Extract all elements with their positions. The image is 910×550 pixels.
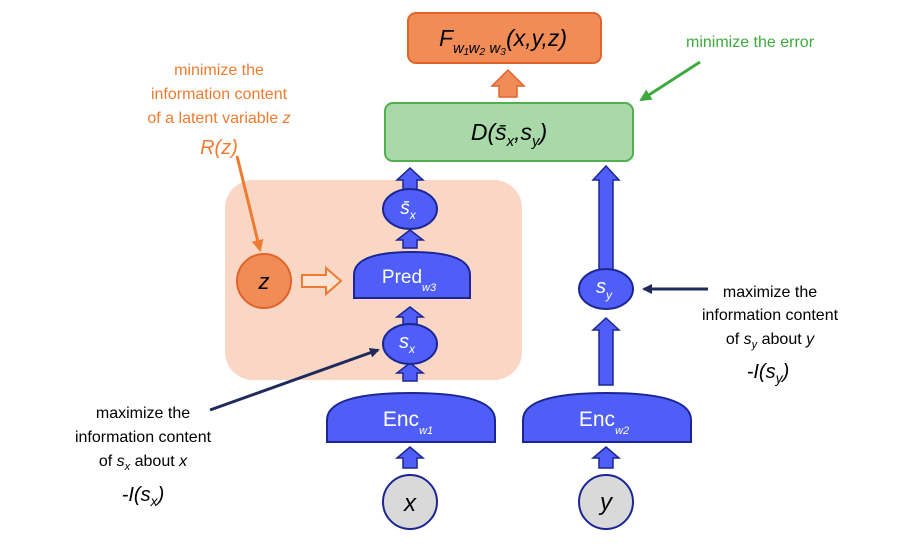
output-f-box — [407, 12, 602, 64]
latent-regularizer: R(z) — [200, 137, 238, 159]
svg-text:information content: information content — [702, 307, 839, 324]
svg-text:maximize the: maximize the — [96, 405, 190, 422]
arrow-sxbar-d — [395, 166, 425, 191]
arrow-y-enc2 — [590, 446, 622, 469]
sx-annotation: maximize the information content of sx a… — [75, 405, 212, 509]
output-f-label: Fw₁w₂ w₃(x,y,z) — [439, 25, 567, 57]
input-y-node — [578, 474, 634, 530]
arrow-d-f — [490, 68, 526, 98]
sx-loss: -I(sx) — [122, 484, 165, 509]
sx-node — [382, 323, 438, 365]
latent-annotation: minimize the information content of a la… — [147, 62, 290, 159]
encoder-1-node — [326, 391, 496, 443]
latent-z-node — [236, 253, 292, 309]
sx-bar-label: s̄x — [400, 198, 417, 222]
input-x-node — [382, 474, 438, 530]
distance-d-label: D(s̄x,sy) — [471, 119, 547, 150]
input-x-label: x — [403, 490, 417, 517]
input-y-label: y — [598, 489, 614, 516]
sy-loss: -I(sy) — [747, 361, 790, 386]
arrow-enc2-sy — [591, 316, 621, 386]
predictor-label: Predw3 — [382, 267, 437, 294]
svg-text:of sx about x: of sx about x — [99, 453, 188, 473]
svg-text:minimize the: minimize the — [174, 62, 264, 79]
encoder-2-node — [522, 391, 692, 443]
arrow-z-pred — [301, 265, 343, 297]
svg-text:information content: information content — [151, 86, 288, 103]
arrow-sy-d — [591, 164, 621, 271]
svg-text:of sy about y: of sy about y — [726, 331, 815, 351]
sy-annotation: maximize the information content of sy a… — [702, 284, 839, 386]
sy-node — [578, 268, 634, 310]
latent-z-label: z — [258, 269, 270, 294]
flow-arrows — [301, 68, 622, 469]
svg-text:information content: information content — [75, 429, 212, 446]
arrow-x-enc1 — [394, 446, 426, 469]
predictor-node — [353, 250, 471, 299]
error-annotation: minimize the error — [686, 34, 815, 51]
arrow-enc1-sx — [394, 362, 426, 382]
sx-label: sx — [399, 331, 416, 356]
arrow-pred-sxbar — [394, 229, 426, 249]
sy-label: sy — [596, 276, 613, 302]
sx-pointer — [209, 347, 380, 412]
error-pointer — [639, 60, 701, 102]
encoder-2-label: Encw2 — [579, 408, 629, 437]
encoder-1-label: Encw1 — [383, 408, 433, 437]
latent-pointer — [235, 155, 264, 252]
svg-text:maximize the: maximize the — [723, 284, 817, 301]
distance-d-box — [384, 102, 634, 162]
svg-text:of a latent variable z: of a latent variable z — [147, 110, 290, 127]
sx-bar-node — [382, 188, 438, 230]
